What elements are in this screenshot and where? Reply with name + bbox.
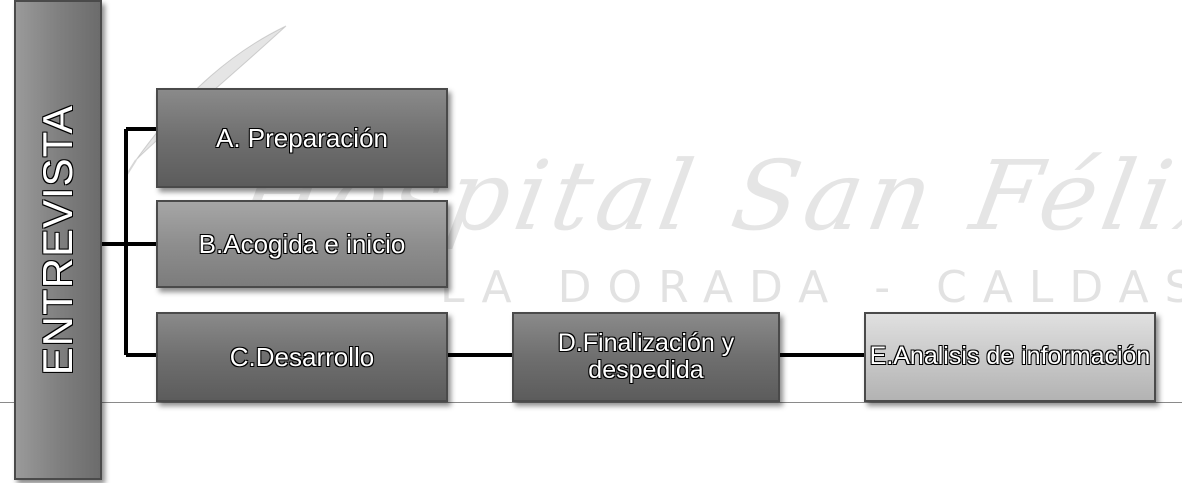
root-node-label: ENTREVISTA (33, 104, 81, 376)
step-node-a: A. Preparación (156, 88, 448, 188)
horizontal-rule (0, 402, 1182, 403)
step-node-label: B.Acogida e inicio (198, 228, 406, 259)
step-node-b: B.Acogida e inicio (156, 200, 448, 288)
watermark-caps-text: LA DORADA - CALDAS (440, 262, 1182, 313)
root-node-entrevista: ENTREVISTA (14, 0, 102, 480)
step-node-c: C.Desarrollo (156, 312, 448, 402)
step-node-label: C.Desarrollo (229, 341, 375, 372)
step-node-e: E.Analisis de información (864, 312, 1156, 402)
step-node-label: D.Finalización y despedida (557, 328, 735, 384)
step-node-d: D.Finalización y despedida (512, 312, 780, 402)
step-node-label: A. Preparación (216, 122, 388, 153)
step-node-label: E.Analisis de información (869, 342, 1151, 371)
